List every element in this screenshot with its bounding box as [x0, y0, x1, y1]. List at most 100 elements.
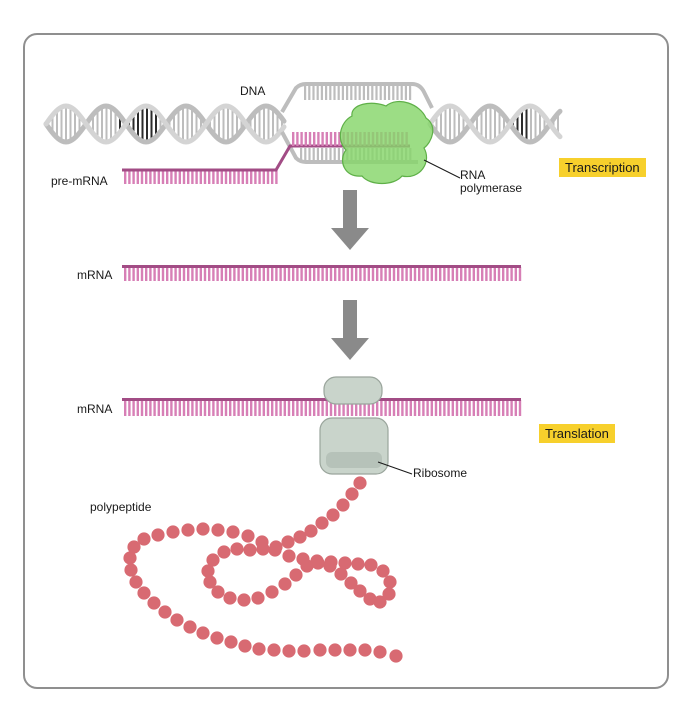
- amino-acid: [210, 631, 224, 645]
- rna-base: [220, 267, 223, 281]
- rna-base: [317, 132, 320, 146]
- rna-base: [451, 400, 454, 416]
- rna-base: [317, 267, 320, 281]
- rna-base: [254, 170, 257, 184]
- amino-acid: [203, 575, 217, 589]
- rna-base: [346, 267, 349, 281]
- rna-base: [329, 267, 333, 281]
- dna-base: [383, 86, 386, 100]
- rna-base: [493, 400, 496, 416]
- rna-base: [388, 400, 391, 416]
- rna-base: [136, 170, 139, 184]
- rna-base: [325, 132, 328, 146]
- dna-base: [350, 86, 353, 100]
- rna-polymerase-label-line1: RNA: [460, 168, 486, 182]
- rna-base: [329, 400, 333, 416]
- dna-base: [341, 86, 344, 100]
- rna-base: [275, 170, 278, 184]
- rna-base: [472, 267, 475, 281]
- rna-base: [514, 400, 517, 416]
- amino-acid: [389, 649, 403, 663]
- rna-base: [145, 400, 148, 416]
- rna-base: [292, 400, 295, 416]
- amino-acid: [127, 540, 141, 554]
- amino-acid: [353, 476, 367, 490]
- transcription-badge: Transcription: [559, 158, 646, 177]
- rna-base: [132, 267, 135, 281]
- rna-base: [149, 400, 152, 416]
- rna-base: [502, 267, 505, 281]
- ribosome: [319, 376, 389, 475]
- rna-base: [296, 267, 299, 281]
- rna-base: [208, 400, 211, 416]
- dna-base: [396, 86, 399, 100]
- rna-base: [271, 400, 274, 416]
- amino-acid: [255, 535, 269, 549]
- amino-acid: [282, 644, 296, 658]
- rna-base: [136, 267, 139, 281]
- rna-base: [199, 267, 202, 281]
- dna-base: [320, 86, 323, 100]
- rna-base: [262, 170, 265, 184]
- amino-acid: [217, 545, 231, 559]
- rna-base: [191, 170, 194, 184]
- amino-acid: [224, 635, 238, 649]
- amino-acid: [343, 643, 357, 657]
- rna-base: [401, 267, 404, 281]
- amino-acid: [324, 555, 338, 569]
- rna-base: [342, 267, 345, 281]
- rna-base: [392, 267, 396, 281]
- rna-base: [422, 267, 425, 281]
- rna-base: [245, 267, 249, 281]
- amino-acid: [364, 558, 378, 572]
- rna-base: [313, 267, 316, 281]
- rna-base: [460, 400, 463, 416]
- rna-base: [371, 400, 375, 416]
- rna-base: [233, 170, 236, 184]
- amino-acid: [223, 591, 237, 605]
- rna-base: [166, 267, 169, 281]
- rna-base: [157, 400, 160, 416]
- rna-base: [296, 400, 299, 416]
- rna-base: [157, 267, 160, 281]
- rna-base: [413, 267, 417, 281]
- rna-base: [224, 400, 228, 416]
- rna-base: [363, 400, 366, 416]
- amino-acid: [373, 645, 387, 659]
- rna-base: [355, 400, 358, 416]
- rna-base: [187, 267, 190, 281]
- amino-acid: [252, 642, 266, 656]
- rna-base: [140, 170, 144, 184]
- rna-base: [241, 170, 244, 184]
- dna-base: [321, 148, 324, 160]
- rna-base: [224, 170, 228, 184]
- amino-acid: [382, 587, 396, 601]
- mrna-label-translation: mRNA: [77, 402, 113, 416]
- rna-base: [132, 170, 135, 184]
- rna-base: [485, 267, 488, 281]
- dna-base: [400, 86, 403, 100]
- amino-acid: [289, 568, 303, 582]
- rna-base: [136, 400, 139, 416]
- rna-base: [325, 267, 328, 281]
- rna-base: [124, 400, 127, 416]
- rna-backbone: [122, 265, 521, 268]
- rna-base: [426, 267, 429, 281]
- rna-base: [468, 267, 471, 281]
- rna-base: [187, 400, 190, 416]
- dna-base: [312, 86, 315, 100]
- rna-base: [250, 267, 253, 281]
- dna-base: [362, 86, 365, 100]
- amino-acid: [181, 523, 195, 537]
- rna-base: [397, 400, 400, 416]
- amino-acid: [326, 508, 340, 522]
- rna-base: [153, 267, 156, 281]
- rna-base: [157, 170, 160, 184]
- rna-base: [199, 170, 202, 184]
- polypeptide-chain: [123, 476, 403, 663]
- amino-acid: [334, 567, 348, 581]
- rna-base: [182, 170, 186, 184]
- amino-acid: [313, 643, 327, 657]
- rna-base: [212, 170, 215, 184]
- rna-base: [363, 267, 366, 281]
